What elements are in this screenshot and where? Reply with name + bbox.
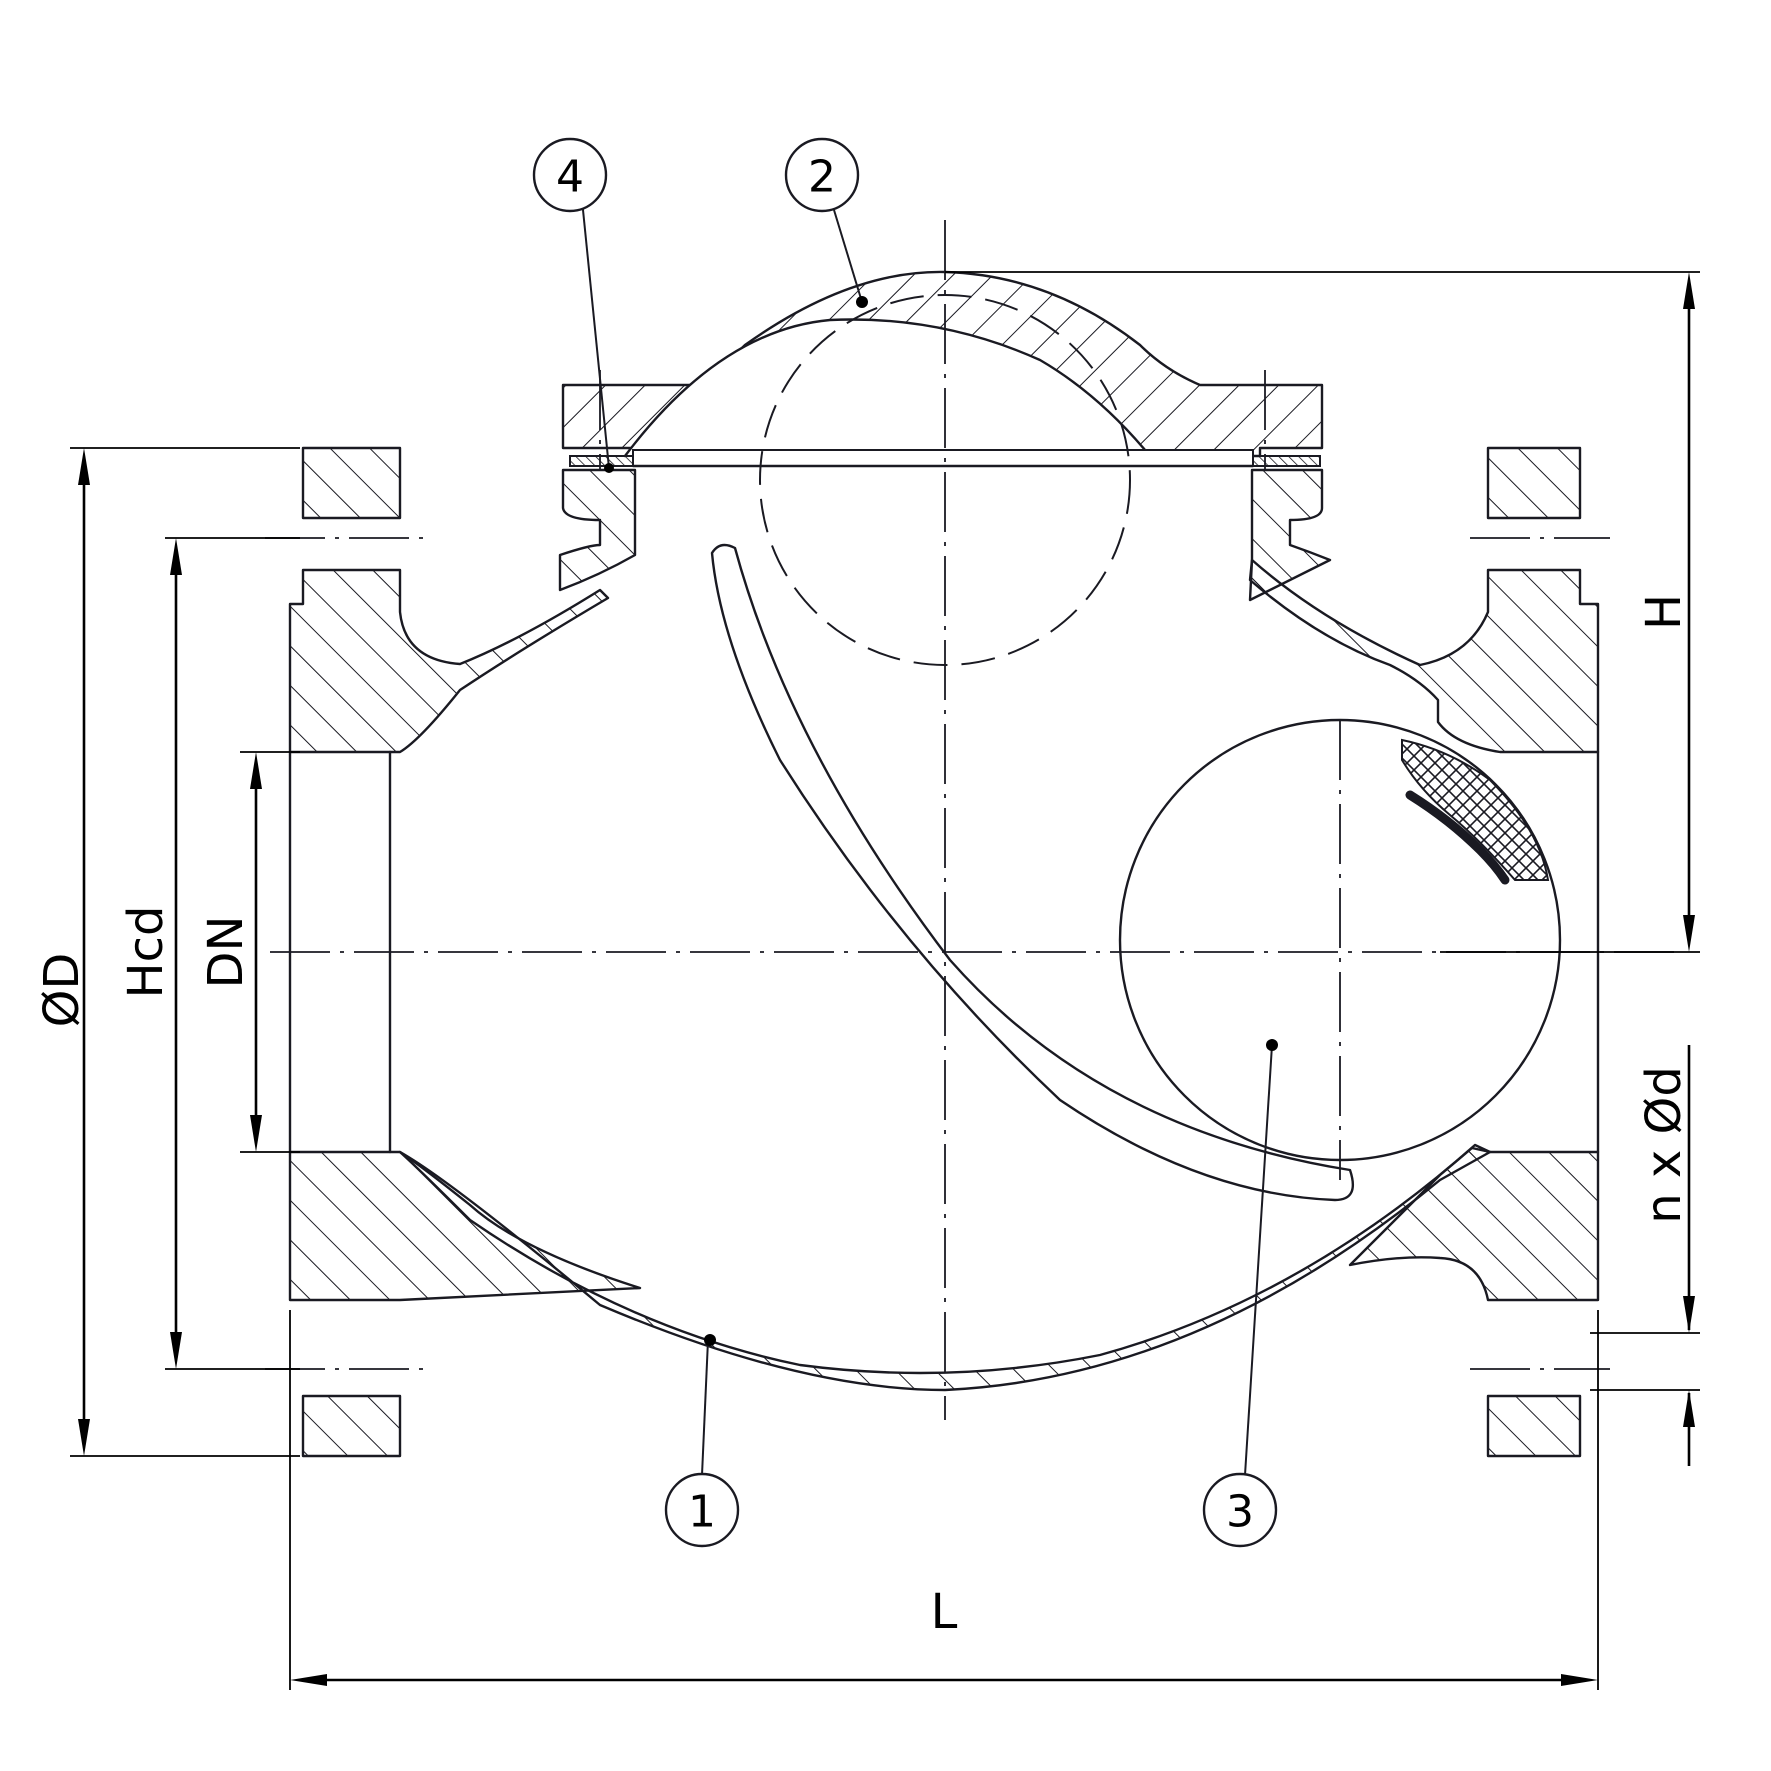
dim-label-length: L bbox=[931, 1584, 958, 1640]
dim-label-bolt-holes: n x Ød bbox=[1636, 1066, 1692, 1224]
balloon-4-label: 4 bbox=[556, 152, 584, 203]
dim-label-hcd: Hcd bbox=[118, 906, 174, 999]
balloon-3-label: 3 bbox=[1226, 1487, 1254, 1538]
balloon-2-label: 2 bbox=[808, 152, 836, 203]
dimension-lines bbox=[70, 271, 1700, 1690]
balloon-2: 2 bbox=[784, 137, 868, 308]
balloon-1-label: 1 bbox=[688, 1487, 716, 1538]
dim-label-od: ØD bbox=[34, 953, 90, 1028]
balloon-3: 3 bbox=[1202, 1039, 1278, 1548]
balloon-4: 4 bbox=[532, 137, 614, 473]
valve-cover bbox=[561, 270, 1324, 458]
balloon-1: 1 bbox=[664, 1334, 740, 1548]
dim-label-h: H bbox=[1636, 594, 1692, 630]
center-lines bbox=[265, 220, 1680, 1420]
valve-body bbox=[288, 446, 1600, 1458]
dim-label-dn: DN bbox=[198, 916, 254, 989]
